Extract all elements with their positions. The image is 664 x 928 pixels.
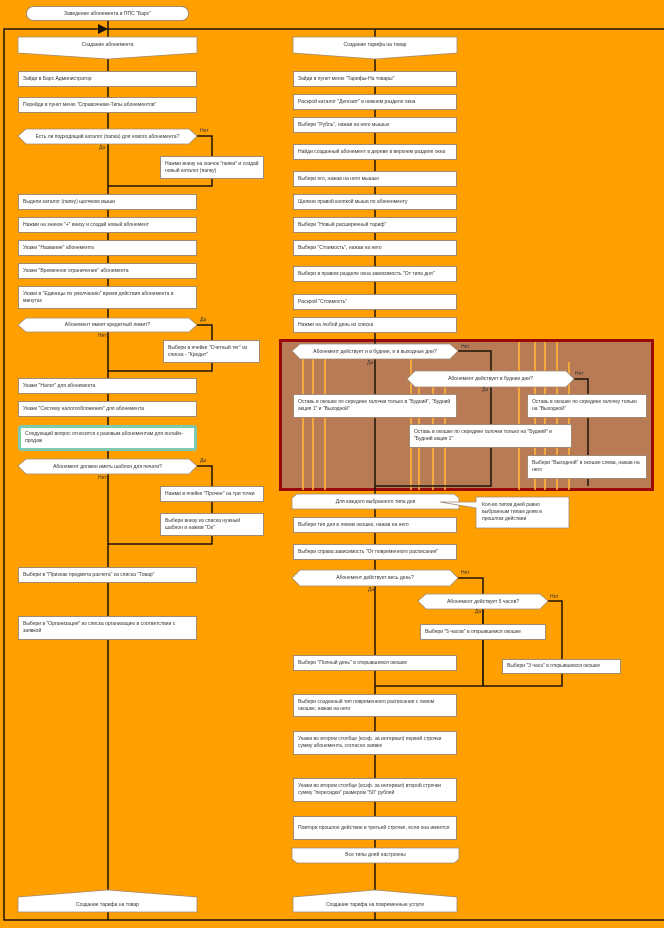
step-box: Выбери в правом разделе окна зависимость… xyxy=(293,266,457,282)
step-box: Оставь в окошке по середине галочку толь… xyxy=(527,394,647,418)
note-box: Следующий вопрос относится к разовым або… xyxy=(18,425,197,451)
no-label: Нет xyxy=(575,371,584,377)
loop-end-label: Создание тарифа на товар xyxy=(76,901,139,908)
decision-shape xyxy=(406,370,575,388)
step-box: Выбери его, нажав на него мышью xyxy=(293,171,457,187)
yes-label: Да xyxy=(482,387,489,393)
decision-label: Абонемент имеет кредитный лимит? xyxy=(64,322,151,328)
step-box: Выбери в ячейке "Счетный тег" из списка … xyxy=(163,340,260,363)
stripe xyxy=(302,350,304,490)
step-box: Укажи "Временное ограничение" абонемента xyxy=(18,263,197,279)
decision-label: Абонемент должен иметь шаблон для печати… xyxy=(53,463,162,470)
step-box: Зайди в пункт меню "Тарифы-На товары" xyxy=(293,71,457,87)
step-box: Раскрой "Стоимость" xyxy=(293,294,457,310)
step-box: Нажми на любой день из списка xyxy=(293,317,457,333)
decision-label: Абонемент действует в будние дни? xyxy=(448,376,533,382)
stripe xyxy=(518,342,520,490)
step-box: Перейди в пункт меню "Справочники-Типы а… xyxy=(18,97,197,113)
decision-label: Есть ли подходящий каталог (папка) для н… xyxy=(35,133,180,140)
loop2-end-shape xyxy=(291,847,460,864)
yes-label: Да xyxy=(368,587,375,593)
step-box: Выбери в "Организация" из списка организ… xyxy=(18,616,197,640)
no-label: Нет xyxy=(461,570,470,576)
step-box: Выбери созданный тип повременного распис… xyxy=(293,694,457,717)
stripe xyxy=(410,350,412,490)
d5-branch xyxy=(483,600,563,687)
no-label: Нет xyxy=(98,333,107,339)
no-label: Нет xyxy=(98,475,107,481)
yes-label: Да xyxy=(475,609,482,615)
callout-text: Кол-во типов дней равно выбранным типам … xyxy=(482,502,542,522)
loop-end-label: Создание тарифа на повременные услуги xyxy=(326,901,424,908)
step-box: Выбери "Новый расширенный тариф" xyxy=(293,217,457,233)
decision-label: Абонемент действует весь день? xyxy=(336,575,414,581)
step-box: Выбери "Стоимость", нажав на него xyxy=(293,240,457,256)
step-box: Укажи "Налог" для абонемента xyxy=(18,378,197,394)
step-box: Оставь в окошке по середине галочки толь… xyxy=(409,424,572,448)
loop2-end-label: Все типы дней настроены xyxy=(345,851,406,858)
d3-branch xyxy=(108,465,213,545)
step-box: Выбери справа зависимость "От повременно… xyxy=(293,544,457,560)
step-box: Укажи во втором столбце (коэф. за интерв… xyxy=(293,731,457,755)
loop2-start-label: Для каждого выбранного типа дня xyxy=(335,498,416,505)
callout-shape xyxy=(439,496,570,529)
step-box: Выбери "3 часа" в открывшемся окошке xyxy=(502,659,621,674)
no-label: Нет xyxy=(200,128,209,134)
step-box: Выдели каталог (папку) щелчком мыши xyxy=(18,194,197,210)
step-box: Выбери "5 часов" в открывшемся окошке xyxy=(420,624,546,640)
decision-shape xyxy=(17,458,198,475)
step-box: Выбери внизу из списка нужный шаблон и н… xyxy=(160,513,264,536)
hd2-branch xyxy=(574,378,589,486)
step-box: Выбери тип дня в левом окошке, нажав на … xyxy=(293,517,457,533)
step-box: Укажи во втором столбце (коэф. за интерв… xyxy=(293,778,457,802)
decision-label: Абонемент действует и в будние, и в выхо… xyxy=(313,348,437,355)
step-box: Найди созданный абонемент в дереве в вер… xyxy=(293,144,457,160)
arrow-head xyxy=(98,24,108,34)
loop-end-shape xyxy=(17,889,198,913)
loop-start-label: Создание абонемента xyxy=(81,42,134,48)
decision-shape xyxy=(417,593,549,610)
loop2-start-shape xyxy=(291,493,460,510)
step-box: Нажми в ячейке "Прочее" на три точки xyxy=(160,486,264,502)
yes-label: Да xyxy=(99,145,106,151)
step-box: Повтори прошлое действие в третьей строч… xyxy=(293,816,457,840)
yes-label: Да xyxy=(200,458,207,464)
step-box: Выбери "Рубль", нажав на него мышью xyxy=(293,117,457,133)
loop-end-shape xyxy=(292,889,458,913)
step-box: Выбери "Полный день" в открывшемся окошк… xyxy=(293,655,457,671)
step-box: Раскрой каталог "Депозит" в нижнем разде… xyxy=(293,94,457,110)
decision-shape xyxy=(17,317,198,333)
decision-shape xyxy=(291,343,459,360)
loop-start-shape xyxy=(17,36,198,60)
step-box: Выбери в "Признак предмета расчета" из с… xyxy=(18,567,197,583)
decision-shape xyxy=(17,128,198,145)
step-box: Зайди в Барс Администратор xyxy=(18,71,197,87)
stripe xyxy=(324,350,326,490)
outer-loop-line xyxy=(3,28,664,921)
stripe xyxy=(312,350,314,490)
start-terminal: Заведение абонемента в ППС "Барс" xyxy=(26,6,189,21)
no-label: Нет xyxy=(550,594,559,600)
decision-label: Абонемент действует 5 часов? xyxy=(446,598,520,605)
step-box: Укажи "Систему налогообложения" для абон… xyxy=(18,401,197,417)
no-label: Нет xyxy=(461,344,470,350)
yes-label: Да xyxy=(200,317,207,323)
loop-start-label: Создание тарифа на товар xyxy=(343,42,407,48)
decision-shape xyxy=(291,569,459,587)
step-box: Укажи в "Единицы по умолчанию" время дей… xyxy=(18,286,197,309)
yes-label: Да xyxy=(367,360,374,366)
hd1-branch xyxy=(375,350,492,487)
step-box: Выбери "Выходной" в окошке слева, нажав … xyxy=(527,455,647,479)
step-box: Нажми на значок "+" внизу и создай новый… xyxy=(18,217,197,233)
step-box: Нажми внизу на значок "папки" и создай н… xyxy=(160,156,264,179)
step-box: Укажи "Название" абонемента xyxy=(18,240,197,256)
step-box: Оставь в окошке по середине галочки толь… xyxy=(293,394,457,418)
loop-start-shape xyxy=(292,36,458,60)
step-box: Щелкни правой кнопкой мыши по абоненмент… xyxy=(293,194,457,210)
